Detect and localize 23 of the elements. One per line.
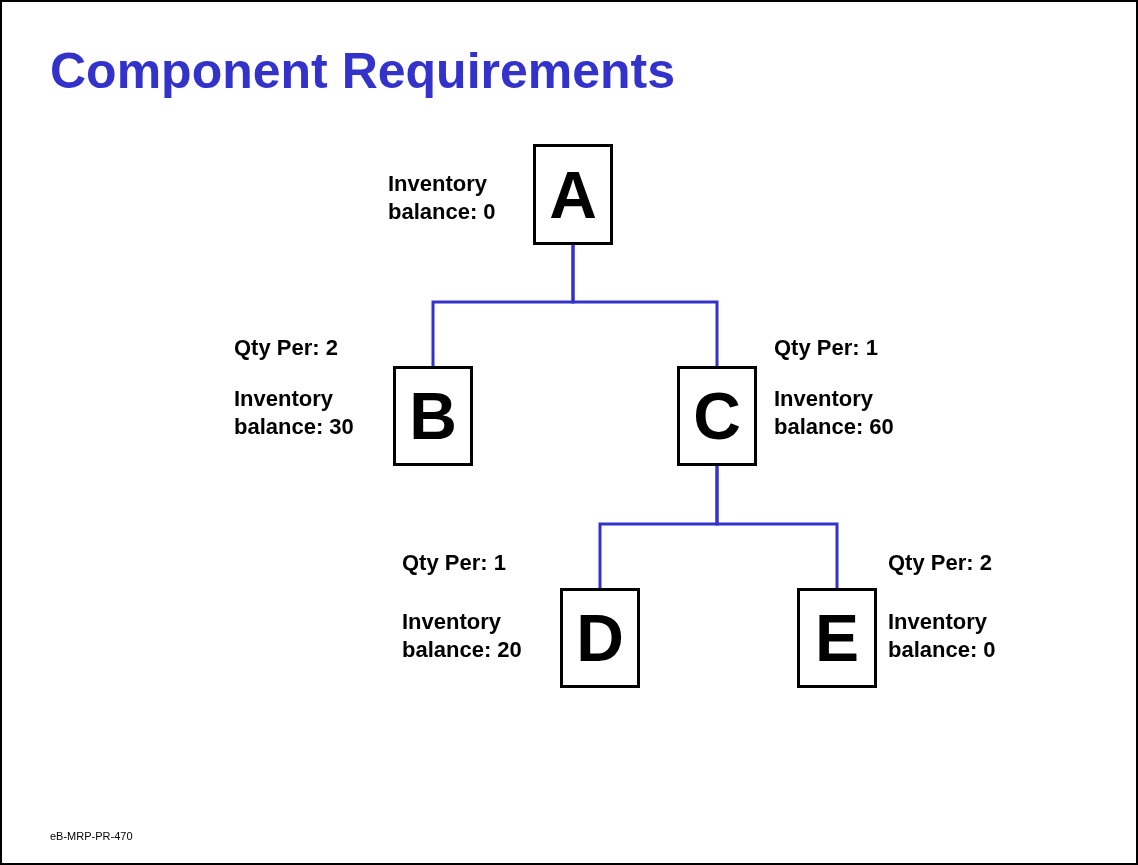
component-box (533, 144, 613, 245)
quantity-label: Qty Per: 1 (774, 334, 879, 362)
component-box (677, 366, 757, 466)
connector-line (715, 466, 839, 588)
inventory-label: Inventory balance: 0 (888, 608, 997, 664)
slide-title: Component Requirements (50, 42, 676, 100)
quantity-label: Qty Per: 2 (234, 334, 339, 362)
component-letter: A (549, 161, 597, 228)
component-box (560, 588, 640, 688)
quantity-label: Qty Per: 1 (402, 549, 507, 577)
component-box (393, 366, 473, 466)
component-letter: D (576, 605, 624, 671)
component-box (797, 588, 877, 688)
connector-line (571, 245, 719, 366)
quantity-label: Qty Per: 2 (888, 549, 993, 577)
inventory-label: Inventory balance: 30 (234, 385, 355, 441)
component-letter: B (409, 383, 457, 449)
component-letter: C (693, 383, 741, 449)
component-letter: E (815, 605, 859, 671)
inventory-label: Inventory balance: 60 (774, 385, 895, 441)
inventory-label: Inventory balance: 20 (402, 608, 523, 664)
slide-code: eB-MRP-PR-470 (50, 830, 133, 842)
inventory-label: Inventory balance: 0 (388, 170, 497, 226)
